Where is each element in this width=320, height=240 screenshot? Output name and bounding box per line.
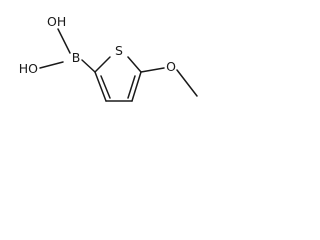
atom-label-oh-upper: OH bbox=[47, 14, 66, 29]
bond-boron-c2 bbox=[81, 59, 96, 73]
atom-label-ho-lower: HO bbox=[19, 61, 38, 76]
bond-boron-oh-upper bbox=[57, 28, 71, 54]
bond-s-c5 bbox=[127, 56, 142, 73]
bond-oxygen-methyl bbox=[176, 69, 198, 97]
chemical-structure-diagram: OH HO B S O bbox=[19, 14, 198, 102]
bond-lines bbox=[39, 28, 198, 102]
bond-c5-oxygen bbox=[140, 67, 165, 73]
atom-label-ether-oxygen: O bbox=[166, 59, 176, 74]
atom-label-sulfur: S bbox=[115, 43, 123, 58]
bond-boron-oh-lower bbox=[39, 61, 64, 69]
bond-c2-s bbox=[94, 56, 111, 73]
atom-labels: OH HO B S O bbox=[19, 14, 176, 76]
bond-c5-c4 bbox=[131, 71, 142, 102]
bond-c3-c2 bbox=[94, 71, 107, 102]
double-bond-c4-c5 bbox=[127, 75, 136, 99]
atom-label-boron: B bbox=[72, 50, 81, 65]
double-bond-c2-c3 bbox=[100, 75, 111, 99]
